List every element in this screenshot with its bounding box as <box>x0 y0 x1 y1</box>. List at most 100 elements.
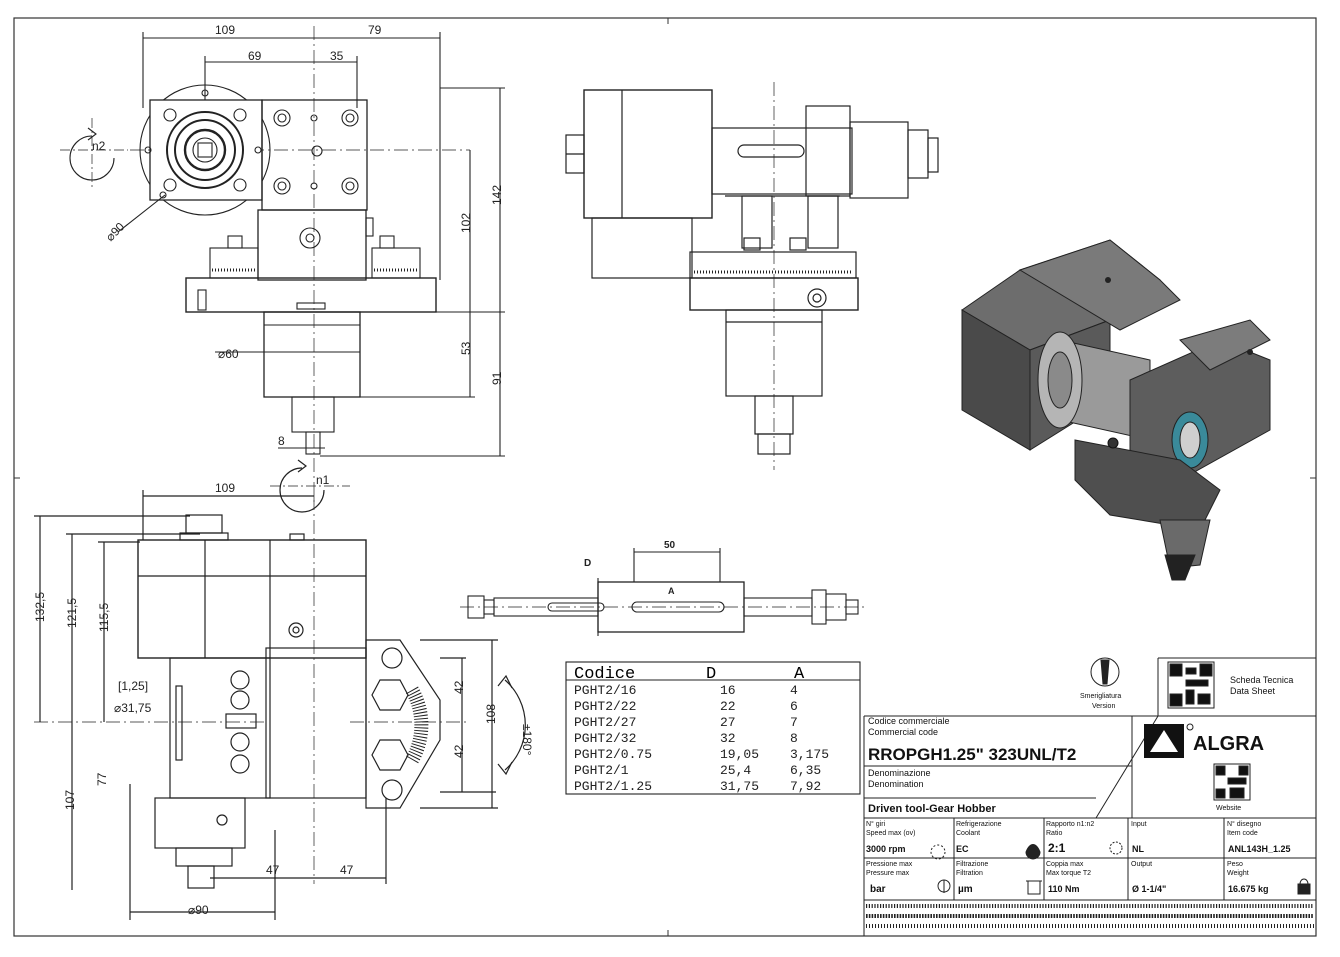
dim-front-height-3: 115,5 <box>97 603 111 632</box>
dim-side-b: 42 <box>452 744 466 758</box>
rotation-range: ±180° <box>520 724 534 756</box>
speed-value: 3000 rpm <box>866 844 906 854</box>
pressure-label-en: Pressure max <box>866 870 910 877</box>
code-value: RROPGH1.25" 323UNL/T2 <box>868 745 1076 764</box>
dim-front-height-2: 121,5 <box>65 598 79 628</box>
dim-front-height-1: 132,5 <box>33 592 47 622</box>
dim-side-a: 42 <box>452 680 466 694</box>
dim-height-body: 102 <box>459 213 473 233</box>
top-view-dimension-labels: 109 79 69 35 ⌀90 142 102 53 91 ⌀60 8 n2 <box>92 23 504 448</box>
output-label: Output <box>1131 861 1152 868</box>
dim-front-low-2: 107 <box>63 790 77 810</box>
table-cell: PGHT2/1.25 <box>574 779 652 794</box>
website-label: Website <box>1216 805 1241 812</box>
ratio-label-en: Ratio <box>1046 830 1062 837</box>
table-cell: 22 <box>720 699 736 714</box>
table-cell: 16 <box>720 683 736 698</box>
dim-bore-diameter: ⌀31,75 <box>114 701 152 715</box>
pressure-label-it: Pressione max <box>866 861 913 868</box>
rotation-n2-label: n2 <box>92 139 106 153</box>
dim-top-width-left: 109 <box>215 23 235 37</box>
input-label: Input <box>1131 821 1147 828</box>
datasheet-label-it: Scheda Tecnica <box>1230 675 1293 685</box>
table-cell: 25,4 <box>720 763 751 778</box>
input-value: NL <box>1132 844 1144 854</box>
table-cell: PGHT2/0.75 <box>574 747 652 762</box>
table-cell: 3,175 <box>790 747 829 762</box>
table-cell: PGHT2/16 <box>574 683 636 698</box>
code-label-en: Commercial code <box>868 727 938 737</box>
drawing-label-it: N° disegno <box>1227 820 1261 828</box>
dim-bottom-a: 47 <box>266 863 280 877</box>
table-cell: 19,05 <box>720 747 759 762</box>
title-block <box>863 657 1316 936</box>
torque-label-en: Max torque T2 <box>1046 870 1091 877</box>
dim-arbor-d: D <box>584 558 591 569</box>
dim-front-low-1: 77 <box>95 772 109 786</box>
dim-shank-total: 91 <box>490 371 504 385</box>
title-block-text: Smerigliatura Version Scheda Tecnica Dat… <box>866 675 1293 895</box>
table-cell: 6 <box>790 699 798 714</box>
table-cell: PGHT2/22 <box>574 699 636 714</box>
table-cell: 8 <box>790 731 798 746</box>
dim-key-width: 8 <box>278 434 285 448</box>
brand-name: ALGRA <box>1193 733 1264 755</box>
dim-front-width: 109 <box>215 481 235 495</box>
ratio-label-it: Rapporto n1:n2 <box>1046 821 1094 828</box>
table-cell: 32 <box>720 731 736 746</box>
dim-shank-diameter: ⌀60 <box>218 347 239 361</box>
front-view <box>34 459 526 920</box>
coolant-value: EC <box>956 844 969 854</box>
speed-label-it: N° giri <box>866 820 886 828</box>
weight-value: 16.675 kg <box>1228 884 1269 894</box>
weight-label-en: Weight <box>1227 870 1249 877</box>
output-value: Ø 1-1/4" <box>1132 884 1166 894</box>
table-header-a: A <box>794 665 805 684</box>
filtration-label-en: Filtration <box>956 870 983 877</box>
filtration-label-it: Filtrazione <box>956 861 988 868</box>
torque-value: 110 Nm <box>1048 884 1080 894</box>
table-cell: PGHT2/27 <box>574 715 636 730</box>
denom-value: Driven tool-Gear Hobber <box>868 803 996 815</box>
drawing-label-en: Item code <box>1227 830 1258 837</box>
dim-top-width-right: 79 <box>368 23 382 37</box>
dim-bottom-b: 47 <box>340 863 354 877</box>
datasheet-label-en: Data Sheet <box>1230 686 1276 696</box>
speed-label-en: Speed max (ov) <box>866 830 915 837</box>
ratio-value: 2:1 <box>1048 841 1066 855</box>
drawing-value: ANL143H_1.25 <box>1228 844 1291 854</box>
denom-label-en: Denomination <box>868 779 924 789</box>
dim-shank-length: 53 <box>459 341 473 355</box>
coolant-label-en: Coolant <box>956 830 980 837</box>
dim-arbor-length: 50 <box>664 540 676 551</box>
table-cell: 7 <box>790 715 798 730</box>
weight-label-it: Peso <box>1227 861 1243 868</box>
dim-bottom-diameter: ⌀90 <box>188 903 209 917</box>
dim-arbor-a: A <box>668 586 675 596</box>
table-cell: PGHT2/1 <box>574 763 629 778</box>
isometric-render <box>961 239 1271 581</box>
table-cell: 7,92 <box>790 779 821 794</box>
denom-label-it: Denominazione <box>868 768 931 778</box>
dim-top-inner-right: 35 <box>330 49 344 63</box>
rotation-n1-label: n1 <box>316 473 330 487</box>
table-cell: 27 <box>720 715 736 730</box>
front-view-dimension-labels: 109 132,5 121,5 115,5 [1,25] ⌀31,75 77 1… <box>33 473 534 917</box>
filtration-value: µm <box>958 884 973 895</box>
table-cell: 6,35 <box>790 763 821 778</box>
pressure-value: bar <box>870 884 886 895</box>
dim-flange-diameter: ⌀90 <box>103 219 128 244</box>
code-label-it: Codice commerciale <box>868 716 950 726</box>
torque-label-it: Coppia max <box>1046 861 1084 868</box>
table-cell: 31,75 <box>720 779 759 794</box>
table-cell: 4 <box>790 683 798 698</box>
table-cell: PGHT2/32 <box>574 731 636 746</box>
side-view <box>565 82 939 470</box>
arbor-detail <box>460 548 866 636</box>
sheet-border <box>13 17 1317 937</box>
top-view <box>60 26 505 505</box>
dim-height-total: 142 <box>490 185 504 205</box>
